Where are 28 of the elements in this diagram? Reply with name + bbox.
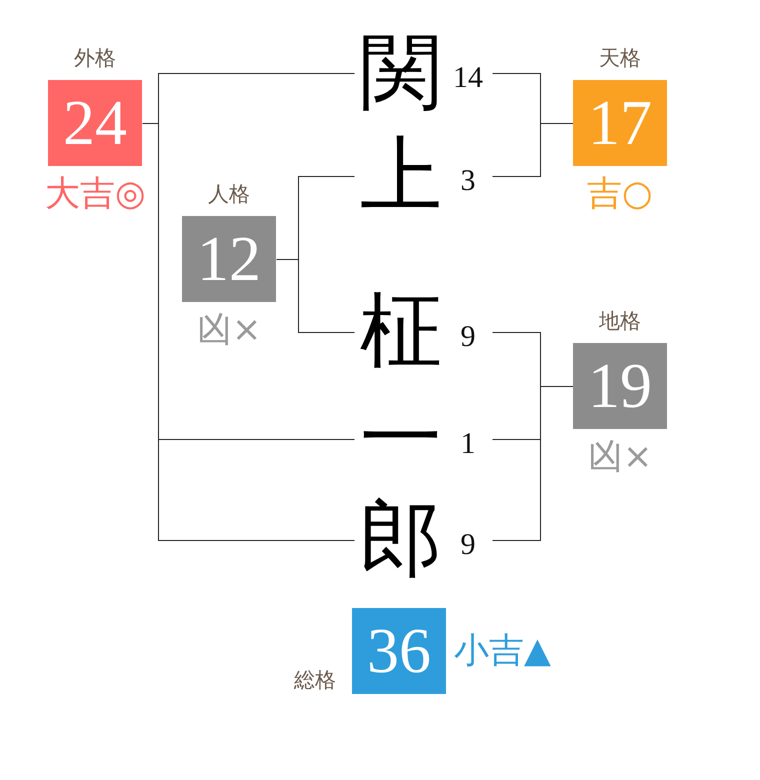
fortune-label: 小吉▲ bbox=[454, 631, 551, 671]
score-box: 17 bbox=[573, 80, 667, 166]
connector-line bbox=[276, 259, 355, 333]
connector-line bbox=[492, 386, 574, 541]
kanji-character: 柾 bbox=[360, 291, 442, 373]
kanji-character: 上 bbox=[360, 135, 442, 217]
category-label: 地格 bbox=[599, 308, 641, 335]
category-label: 総格 bbox=[294, 667, 336, 694]
kanji-character: 一 bbox=[360, 398, 442, 480]
score-box: 12 bbox=[182, 216, 276, 302]
fortune-label: 凶× bbox=[588, 437, 652, 477]
connector-line bbox=[492, 123, 574, 177]
stroke-count: 14 bbox=[452, 61, 484, 95]
score-box: 24 bbox=[48, 80, 142, 166]
fortune-label: 凶× bbox=[197, 310, 262, 350]
category-label: 天格 bbox=[599, 45, 641, 72]
stroke-count: 9 bbox=[460, 320, 476, 354]
stroke-count: 9 bbox=[460, 528, 476, 562]
kanji-character: 関 bbox=[360, 32, 442, 114]
score-box: 36 bbox=[352, 608, 446, 694]
stroke-count: 3 bbox=[460, 164, 476, 198]
stroke-count: 1 bbox=[460, 427, 476, 461]
kanji-character: 郎 bbox=[360, 499, 442, 581]
score-box: 19 bbox=[573, 343, 667, 429]
category-label: 人格 bbox=[208, 181, 250, 208]
fortune-label: 大吉◎ bbox=[45, 174, 146, 214]
fortune-label: 吉○ bbox=[587, 174, 653, 214]
category-label: 外格 bbox=[74, 45, 116, 72]
